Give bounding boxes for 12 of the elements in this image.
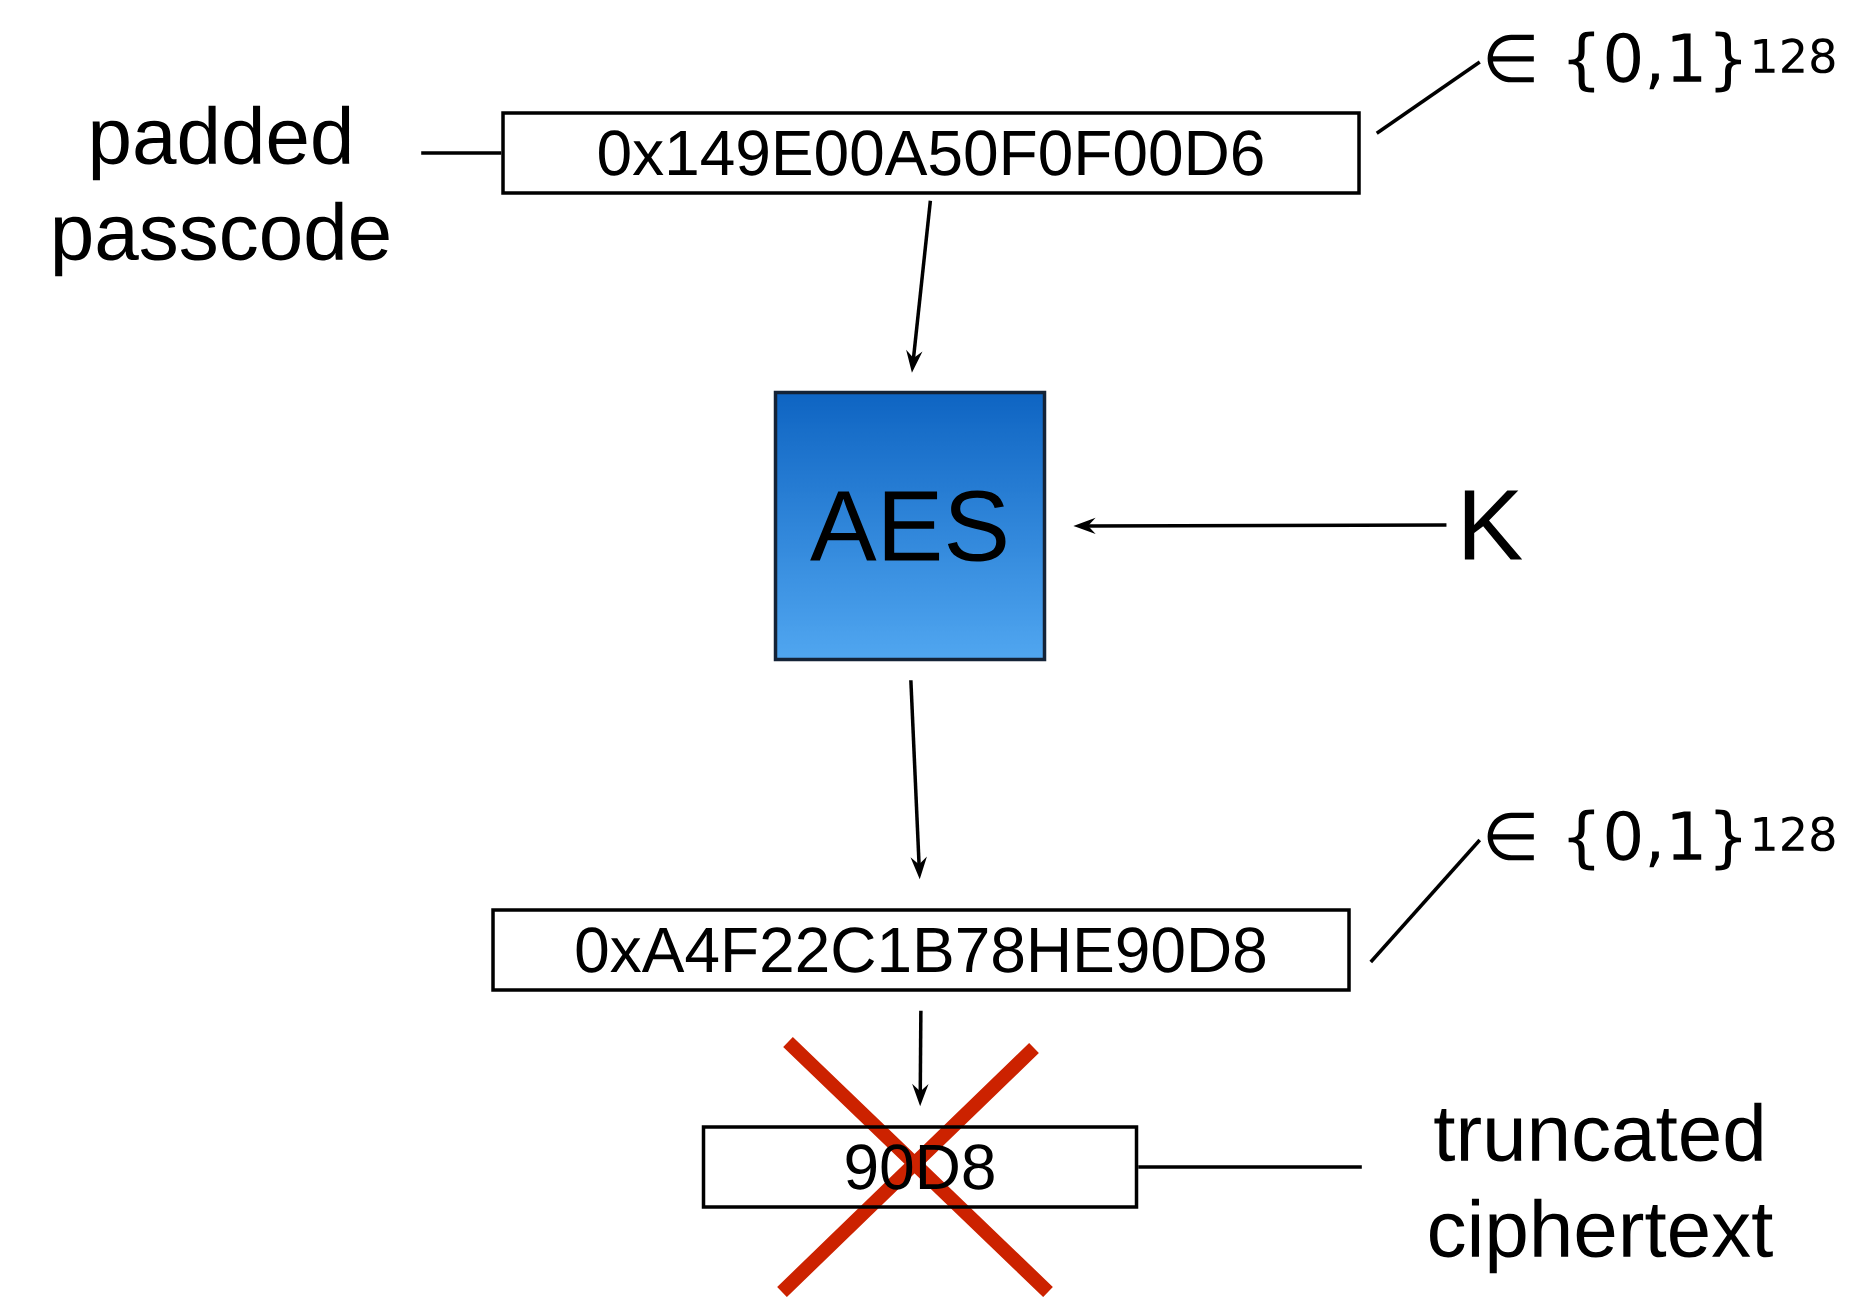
value-box: 0xA4F22C1B78HE90D8 (491, 908, 1351, 992)
key-label: K (1464, 490, 1523, 560)
text-label: truncated ciphertext (1430, 1102, 1773, 1274)
set-label: ∈ {0,1}$^{128}$ (1487, 31, 1835, 93)
value-box: 0x149E00A50F0F00D6 (501, 111, 1361, 195)
leader-line (1375, 60, 1481, 135)
text-label: padded passcode (54, 105, 389, 277)
leader-line (1369, 838, 1482, 964)
leader-line (421, 151, 502, 155)
leader-line (1138, 1165, 1362, 1169)
set-label: ∈ {0,1}$^{128}$ (1487, 809, 1835, 871)
cipher-box: AES (773, 390, 1047, 662)
